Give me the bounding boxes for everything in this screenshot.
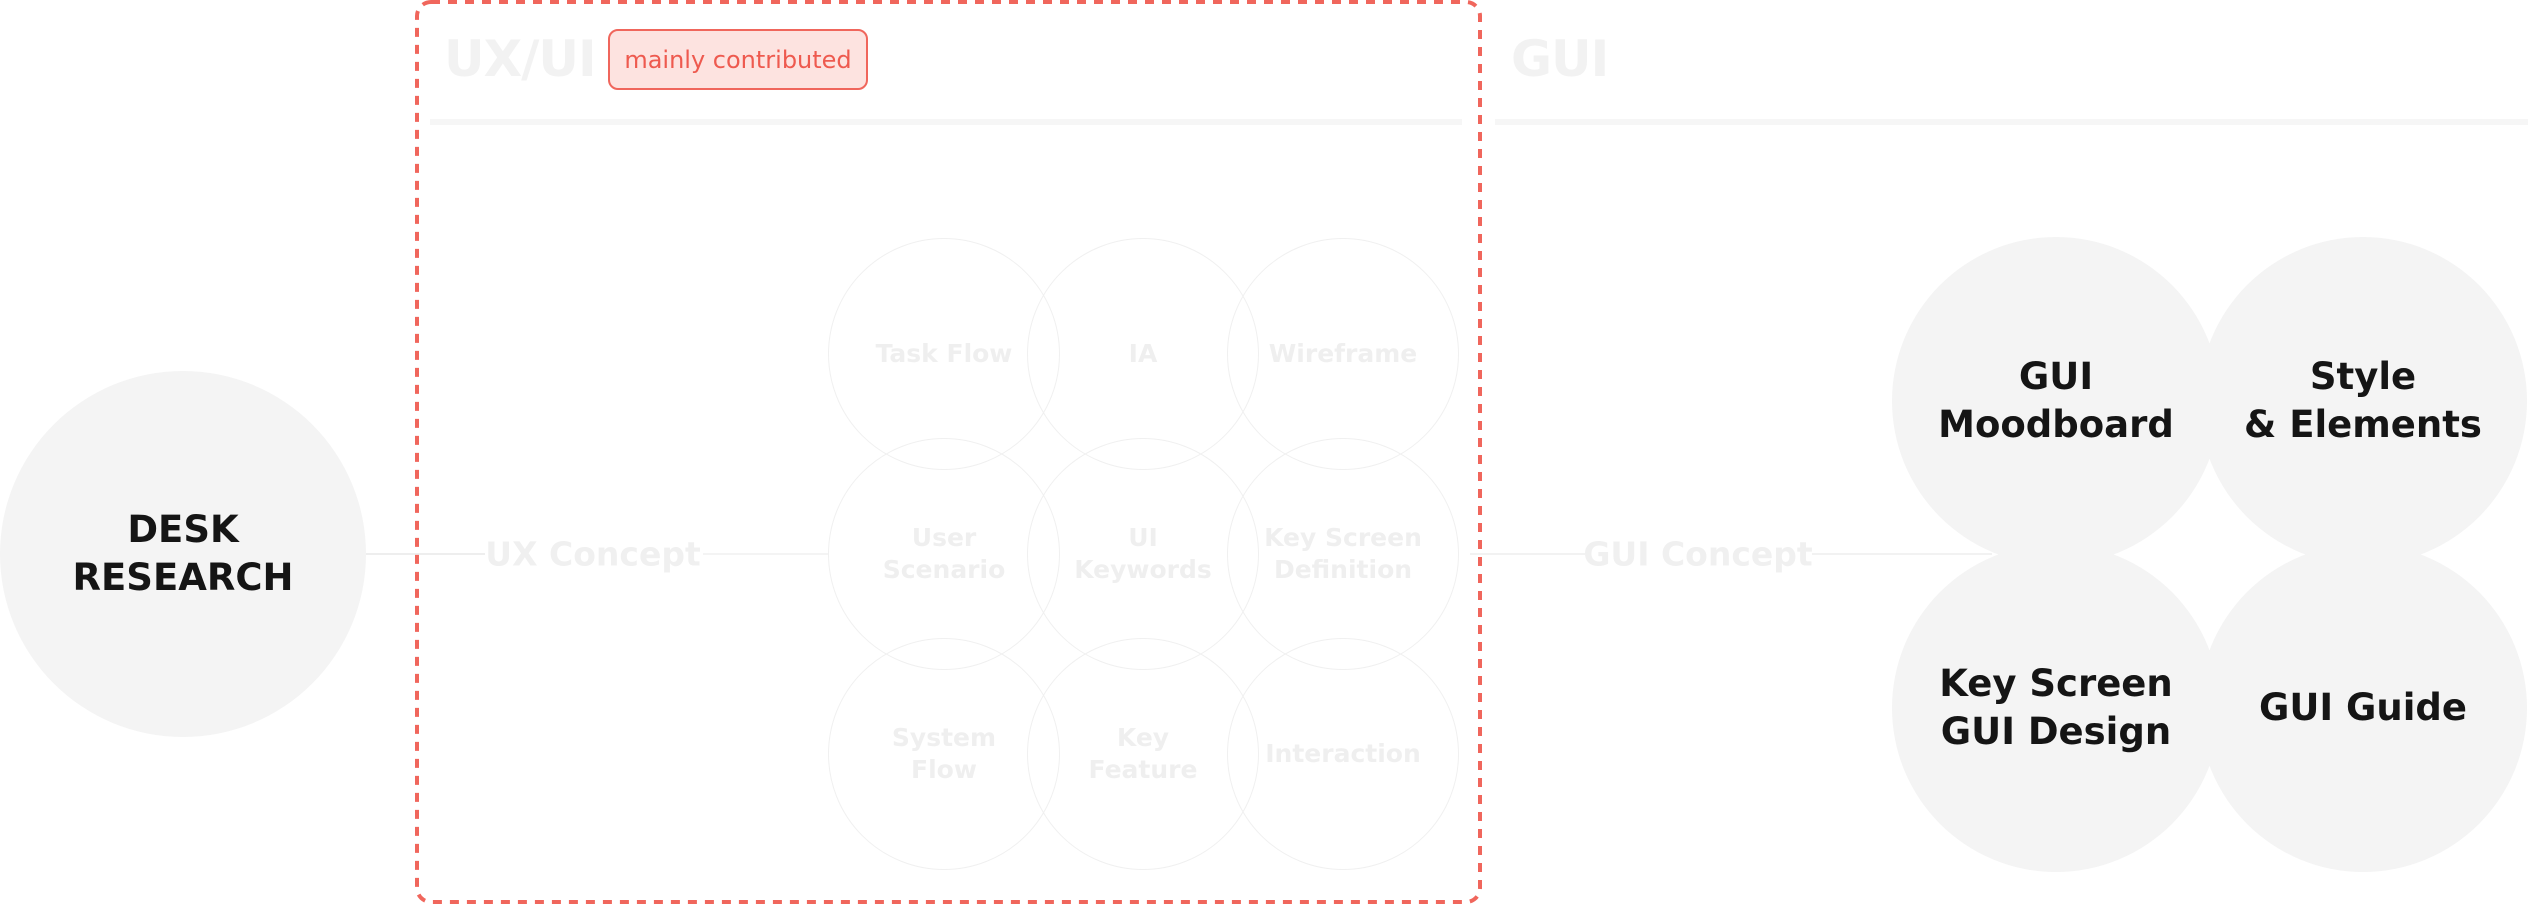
ux-item-ui-keywords: UI Keywords: [1027, 438, 1259, 670]
ux-item-key-screen-definition: Key Screen Definition: [1227, 438, 1459, 670]
gui-item-gui-guide: GUI Guide: [2199, 544, 2527, 872]
desk-research-label: DESK RESEARCH: [72, 508, 294, 599]
gui-item-label: Key Screen GUI Design: [1939, 662, 2173, 753]
ux-item-interaction: Interaction: [1227, 638, 1459, 870]
ux-item-label: Interaction: [1265, 739, 1421, 768]
mainly-contributed-badge: mainly contributed: [608, 29, 868, 90]
ux-item-wireframe: Wireframe: [1227, 238, 1459, 470]
ux-item-ia: IA: [1027, 238, 1259, 470]
ux-item-user-scenario: User Scenario: [828, 438, 1060, 670]
ux-item-label: Key Feature: [1088, 723, 1198, 784]
gui-item-label: GUI Moodboard: [1938, 355, 2174, 446]
ux-item-label: IA: [1128, 339, 1158, 368]
ux-item-label: UI Keywords: [1074, 523, 1212, 584]
ux-item-label: Task Flow: [875, 339, 1013, 368]
mainly-contributed-frame: [415, 0, 1482, 904]
desk-research-circle: DESK RESEARCH: [0, 371, 366, 737]
ux-item-label: System Flow: [891, 723, 997, 784]
section-title-ux-ui: UX/UI: [444, 30, 597, 88]
gui-item-moodboard: GUI Moodboard: [1892, 237, 2220, 565]
ux-item-label: Wireframe: [1268, 339, 1418, 368]
gui-item-key-screen-gui-design: Key Screen GUI Design: [1892, 544, 2220, 872]
ux-item-label: Key Screen Definition: [1264, 523, 1422, 584]
gui-item-label: GUI Guide: [2258, 686, 2468, 729]
gui-item-label: Style & Elements: [2244, 355, 2482, 446]
gui-concept-label: GUI Concept: [1583, 534, 1813, 574]
section-title-gui: GUI: [1511, 30, 1609, 88]
ux-item-task-flow: Task Flow: [828, 238, 1060, 470]
ux-item-system-flow: System Flow: [828, 638, 1060, 870]
gui-item-style-elements: Style & Elements: [2199, 237, 2527, 565]
ux-item-key-feature: Key Feature: [1027, 638, 1259, 870]
ux-concept-label: UX Concept: [485, 534, 701, 574]
ux-item-label: User Scenario: [882, 523, 1006, 584]
